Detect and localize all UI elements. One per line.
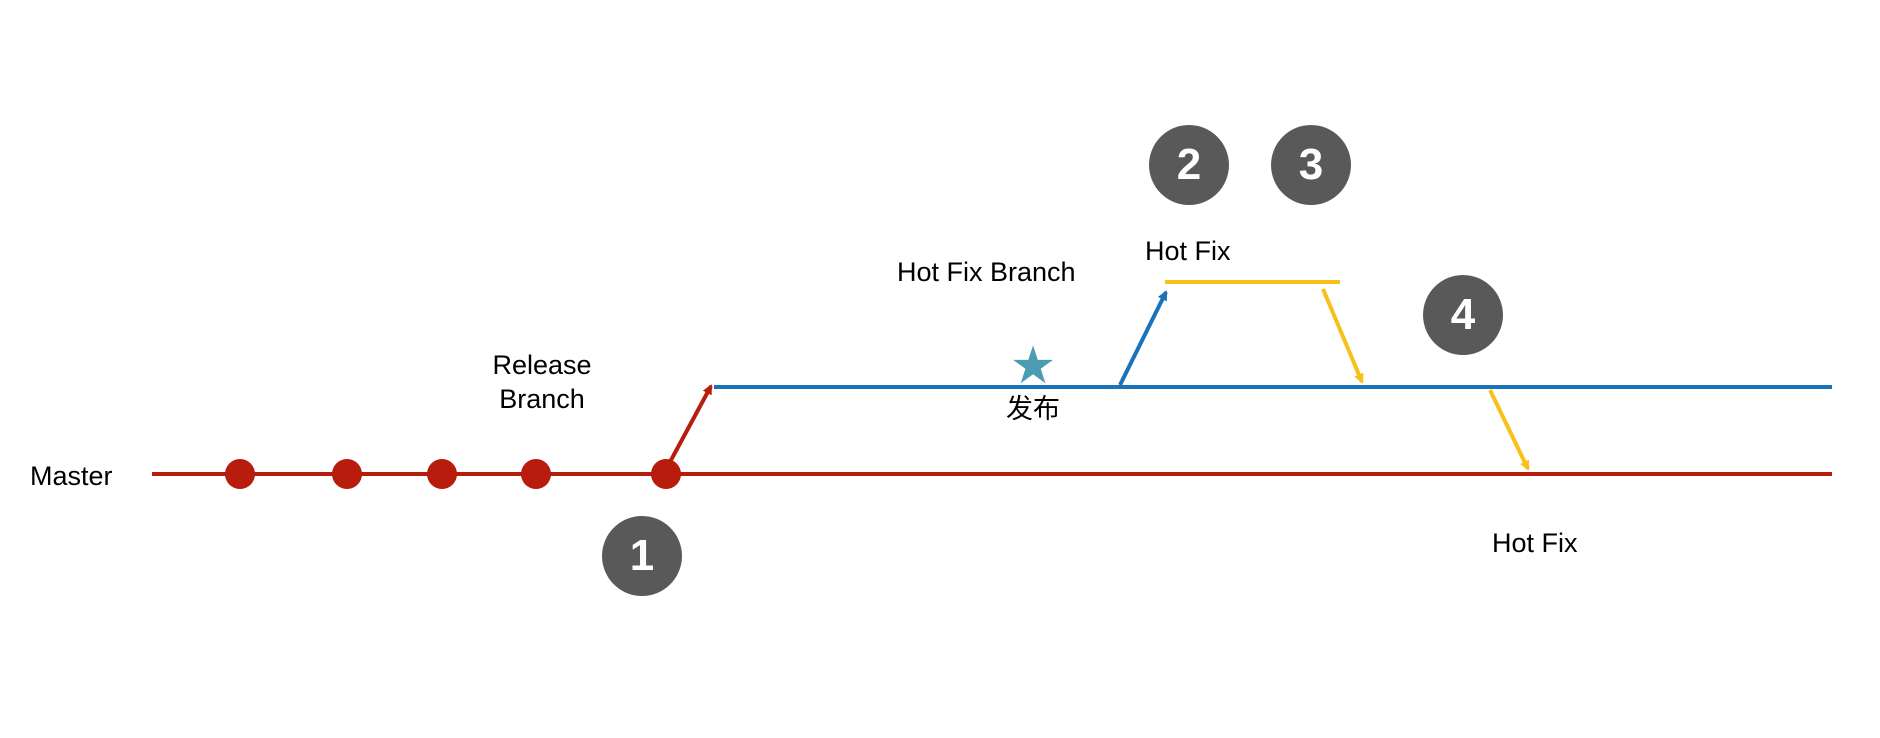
hot-fix-branch-arrow: [1118, 290, 1168, 386]
commit-dot-icon: [521, 459, 551, 489]
commit-dot-icon: [225, 459, 255, 489]
step-badge-3: 3: [1271, 125, 1351, 205]
step-badge-2: 2: [1149, 125, 1229, 205]
step-badge-4: 4: [1423, 275, 1503, 355]
hot-fix-merge-master-arrow: [1488, 389, 1530, 471]
release-branch-label: Release Branch: [492, 350, 592, 414]
star-icon: ★: [1009, 336, 1057, 396]
hot-fix-bottom-label: Hot Fix: [1492, 528, 1578, 558]
commit-dot-icon: [332, 459, 362, 489]
master-label: Master: [30, 461, 113, 491]
commit-dot-icon: [651, 459, 681, 489]
hot-fix-branch-label: Hot Fix Branch: [897, 257, 1076, 287]
step-badge-1: 1: [602, 516, 682, 596]
release-branch-arrow: [668, 384, 713, 463]
commit-dot-icon: [427, 459, 457, 489]
hot-fix-merge-release-arrow: [1321, 288, 1364, 384]
release-event-label: 发布: [1006, 394, 1060, 424]
hot-fix-top-label: Hot Fix: [1145, 236, 1231, 266]
